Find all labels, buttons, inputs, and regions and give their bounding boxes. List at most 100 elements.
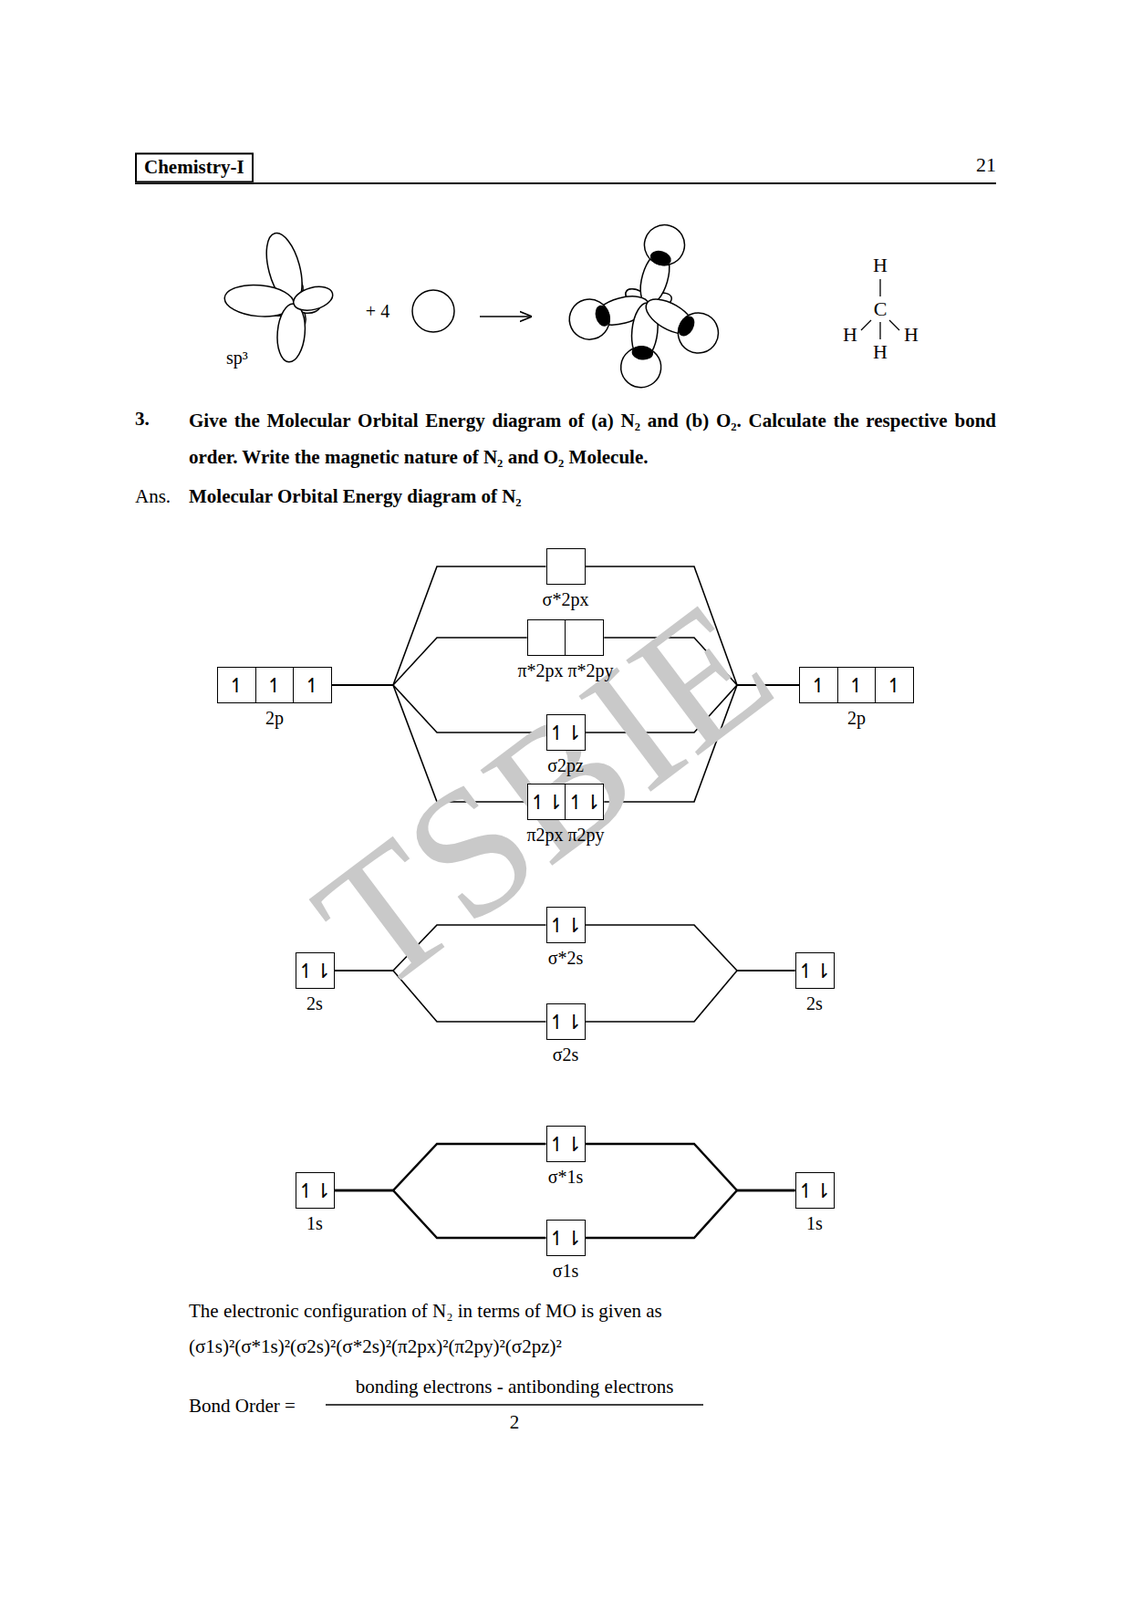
mo-connector	[332, 637, 528, 686]
mo-connector	[332, 566, 547, 686]
header-rule	[135, 182, 997, 185]
orbital-cells: ↿⇂	[295, 952, 335, 989]
orbital-cell: ↿	[874, 666, 914, 704]
fraction-numerator: bonding electrons - antibonding electron…	[355, 1375, 675, 1399]
fraction-denominator: 2	[509, 1411, 520, 1434]
atom-symbol: H	[872, 253, 888, 278]
orbital-label: 2s	[306, 992, 323, 1015]
orbital-label: π*2px π*2py	[517, 659, 613, 682]
electron-arrows: ↿⇂	[549, 1132, 583, 1156]
atom-symbol: H	[872, 340, 888, 364]
orbital-cell: ↿⇂	[295, 952, 335, 989]
question-number: 3.	[135, 407, 150, 431]
electron-arrows: ↿⇂	[298, 959, 333, 983]
orbital-box: ↿⇂ σ2pz	[546, 714, 586, 777]
orbital-label: 1s	[306, 1212, 323, 1235]
electron-arrows: ↿⇂	[549, 721, 583, 745]
orbital-box: ↿ ↿ ↿ 2p	[799, 666, 914, 729]
mo-connector	[585, 1190, 796, 1238]
orbital-cells: ↿⇂↿⇂	[527, 783, 605, 821]
orbital-cell: ↿⇂	[546, 1125, 586, 1163]
mo-connector	[585, 924, 796, 971]
orbital-box: ↿⇂ σ*1s	[546, 1125, 586, 1188]
electron-arrows: ↿⇂	[529, 790, 564, 814]
orbital-cells: ↿ ↿ ↿	[217, 666, 333, 704]
electron-configuration: (σ1s)²(σ*1s)²(σ2s)²(σ*2s)²(π2px)²(π2py)²…	[188, 1335, 562, 1359]
header-label: Chemistry-I	[135, 152, 254, 183]
methane-bonds	[861, 279, 900, 340]
orbital-label: σ1s	[552, 1259, 580, 1282]
orbital-cell	[527, 619, 567, 656]
orbital-box: ↿⇂ σ1s	[546, 1219, 586, 1282]
electron-arrows: ↿	[303, 674, 321, 697]
reactant-label: + 4	[365, 300, 390, 322]
orbital-box: ↿↿↿2p	[217, 666, 333, 729]
mo-connector	[585, 970, 796, 1022]
electron-arrows: ↿	[848, 674, 865, 697]
electron-arrows: ↿	[810, 674, 827, 697]
orbital-label: σ*2px	[542, 588, 590, 611]
orbital-cell: ↿⇂	[795, 1172, 835, 1209]
mo-connector	[585, 1143, 796, 1191]
orbital-label: 2p	[847, 706, 866, 729]
electron-arrows: ↿⇂	[798, 959, 832, 983]
reaction-arrow	[479, 315, 531, 318]
orbital-cells	[527, 619, 605, 656]
orbital-cell: ↿	[255, 666, 295, 704]
orbital-cells: ↿ ↿ ↿	[799, 666, 914, 704]
orbital-box: ↿⇂ 2s	[295, 952, 335, 1015]
hybrid-label: sp³	[226, 346, 249, 369]
orbital-box: ↿⇂↿⇂π2px π2py	[526, 783, 604, 846]
orbital-label: σ2pz	[547, 754, 584, 777]
page-number: 21	[976, 153, 997, 177]
electron-arrows: ↿⇂	[549, 1226, 583, 1250]
orbital-cell: ↿⇂	[795, 952, 835, 989]
formula-label: Bond Order =	[188, 1394, 296, 1418]
orbital-cell: ↿	[292, 666, 333, 704]
electron-arrows: ↿⇂	[298, 1179, 333, 1203]
orbital-box: σ*2px	[542, 548, 590, 611]
orbital-label: 2s	[806, 992, 823, 1015]
orbital-cells: ↿⇂	[546, 714, 586, 751]
orbital-cell	[564, 619, 604, 656]
orbital-cell: ↿	[799, 666, 839, 704]
orbital-cells: ↿⇂	[795, 952, 835, 989]
orbital-cells	[546, 548, 586, 585]
electron-arrows: ↿	[885, 674, 903, 697]
orbital-cell: ↿⇂	[546, 906, 586, 944]
orbital-cells: ↿⇂	[795, 1172, 835, 1209]
orbital-label: π2px π2py	[526, 823, 604, 846]
mo-connector	[334, 1190, 547, 1238]
orbital-box: ↿⇂ 1s	[295, 1172, 335, 1235]
orbital-cells: ↿⇂	[546, 906, 586, 944]
orbital-box: ↿⇂σ*2s	[546, 906, 586, 969]
orbital-label: σ*2s	[548, 946, 584, 969]
mo-connector	[334, 1143, 547, 1191]
orbital-label: 2p	[265, 706, 284, 729]
orbital-label: σ*1s	[548, 1165, 584, 1188]
electron-arrows: ↿⇂	[549, 1010, 583, 1034]
body-text: The electronic configuration of N₂ in te…	[188, 1299, 663, 1323]
orbital-cell	[546, 548, 586, 585]
fraction-bar	[325, 1403, 704, 1406]
atom-symbol: H	[903, 322, 919, 347]
ch4-orbital-overlap	[564, 219, 726, 389]
electron-arrows: ↿⇂	[798, 1179, 832, 1203]
sp3-orbital	[223, 228, 455, 364]
orbital-cells: ↿⇂	[295, 1172, 335, 1209]
orbital-box: ↿⇂σ2s	[546, 1003, 586, 1066]
atom-symbol: C	[873, 297, 888, 322]
orbital-cell: ↿⇂	[546, 714, 586, 751]
electron-arrows: ↿	[228, 674, 245, 697]
atom-symbol: H	[842, 322, 858, 347]
orbital-cell: ↿⇂	[527, 783, 567, 821]
orbital-cell: ↿⇂	[564, 783, 604, 821]
orbital-cell: ↿⇂	[546, 1003, 586, 1040]
question-text: Give the Molecular Orbital Energy diagra…	[188, 402, 997, 476]
orbital-cells: ↿⇂	[546, 1219, 586, 1257]
orbital-cell: ↿⇂	[295, 1172, 335, 1209]
orbital-box: π*2px π*2py	[517, 619, 613, 682]
orbital-box: ↿⇂1s	[795, 1172, 835, 1235]
orbital-cell: ↿	[217, 666, 257, 704]
